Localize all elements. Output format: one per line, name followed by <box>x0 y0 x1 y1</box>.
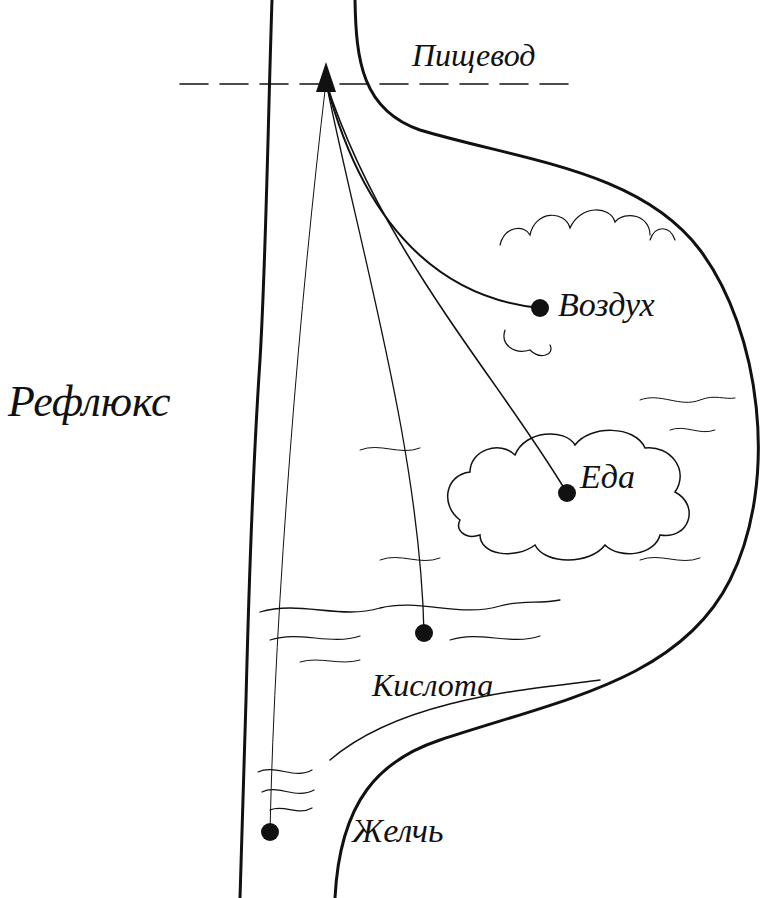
organ-label: Пищевод <box>412 38 536 73</box>
content-label: Воздух <box>558 286 655 323</box>
process-label: Рефлюкс <box>8 378 171 426</box>
content-label: Еда <box>580 458 635 495</box>
content-label: Кислота <box>372 668 493 703</box>
content-label: Желчь <box>352 812 443 849</box>
